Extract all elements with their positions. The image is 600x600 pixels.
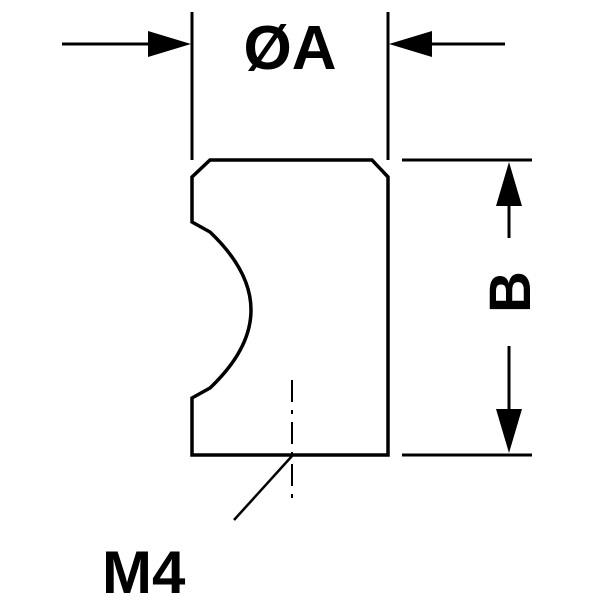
dimension-arrow-top: [496, 162, 522, 238]
height-label: B: [478, 271, 543, 313]
dimension-arrow-left: [62, 31, 191, 57]
diameter-label: ØA: [244, 14, 337, 83]
dimension-arrow-right: [389, 31, 505, 57]
thread-label: M4: [102, 539, 186, 600]
thread-leader-line: [233, 455, 293, 521]
dimension-arrow-bottom: [496, 346, 522, 453]
part-outline: [190, 158, 390, 457]
